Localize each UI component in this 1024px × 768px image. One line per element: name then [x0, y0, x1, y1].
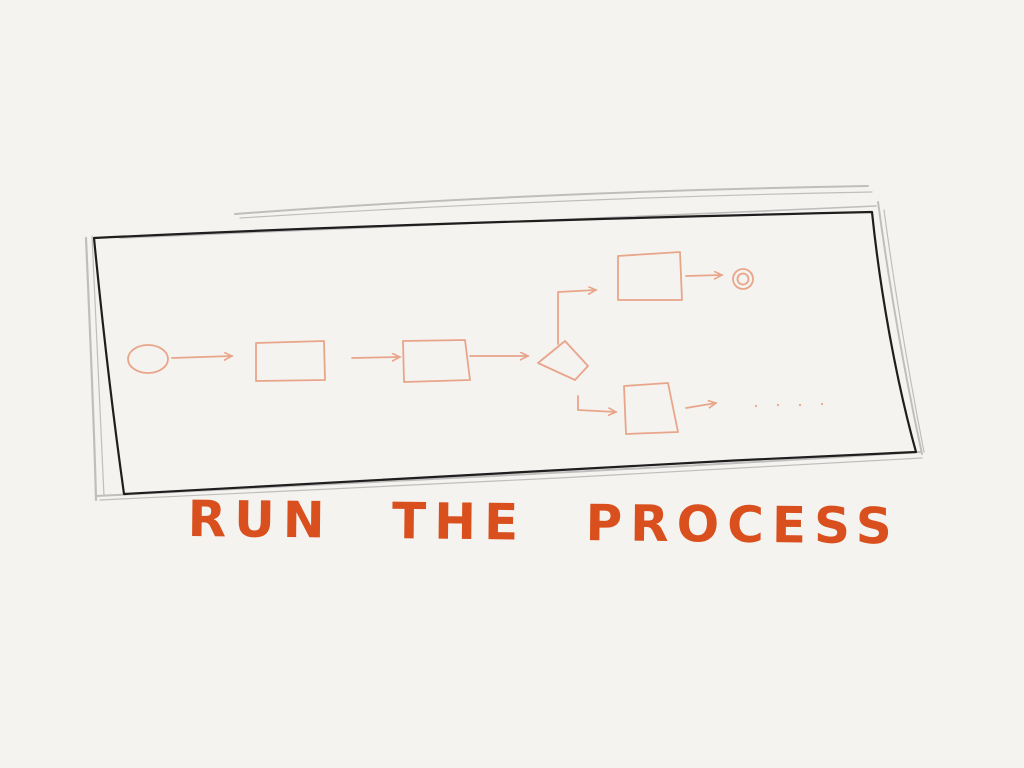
end-event-inner — [736, 272, 750, 286]
flow-arrow — [577, 395, 616, 412]
caption-word-run: RUN — [187, 490, 333, 550]
task-box — [617, 251, 683, 301]
caption-word-the: THE — [391, 492, 527, 552]
caption-run-the-process: RUN THE PROCESS — [187, 490, 934, 556]
continuation-dots — [754, 402, 824, 408]
start-event — [127, 344, 169, 374]
flow-arrow — [685, 403, 716, 408]
flow-arrow — [557, 290, 596, 345]
task-box — [255, 340, 326, 382]
gateway-diamond — [537, 340, 589, 381]
end-event — [732, 268, 754, 290]
flow-arrow — [171, 356, 232, 358]
task-box — [402, 339, 471, 383]
flow-arrow — [685, 275, 722, 276]
task-box — [623, 382, 679, 435]
caption-word-process: PROCESS — [585, 494, 901, 556]
flow-arrow — [351, 357, 400, 358]
diagram-frame — [92, 210, 918, 496]
